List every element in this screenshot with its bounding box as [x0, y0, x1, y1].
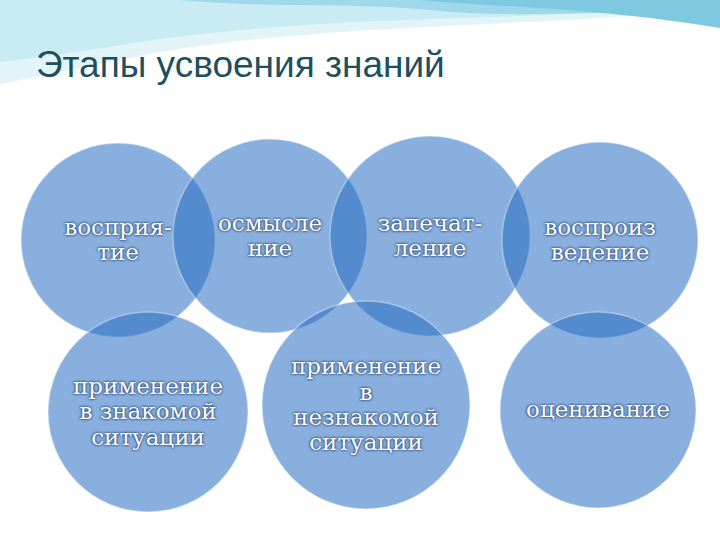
stage-label: оценивание	[526, 397, 670, 422]
stage-circle: оценивание	[500, 312, 696, 508]
slide-title: Этапы усвоения знаний	[36, 44, 445, 86]
stage-label: применение в знакомой ситуации	[70, 374, 226, 450]
stage-label: запечат- ление	[378, 211, 483, 262]
stage-label: восприя- тие	[64, 215, 171, 266]
stage-label: осмысле ние	[218, 211, 322, 262]
stage-circle: применение в незнакомой ситуации	[262, 301, 470, 509]
stage-label: воспроиз ведение	[544, 215, 655, 266]
stage-circle: применение в знакомой ситуации	[48, 312, 248, 512]
stage-circle: воспроиз ведение	[502, 142, 698, 338]
stage-label: применение в незнакомой ситуации	[291, 354, 441, 455]
